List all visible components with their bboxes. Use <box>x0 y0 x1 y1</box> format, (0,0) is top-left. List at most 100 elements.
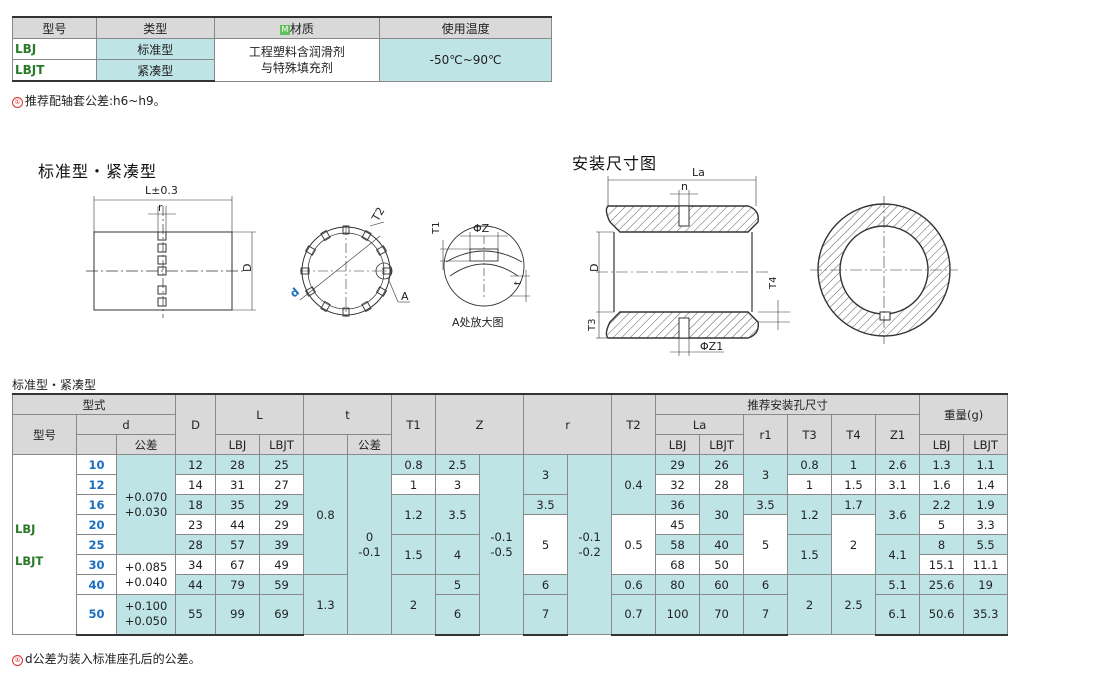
d-cell: 50 <box>76 594 117 636</box>
W-LBJ-cell: 15.1 <box>919 554 965 575</box>
L-LBJ-cell: 44 <box>215 514 260 535</box>
T4-cell: 2 <box>831 514 877 575</box>
La-LBJT-cell: 70 <box>699 594 745 636</box>
L-LBJ-cell: 67 <box>215 554 260 575</box>
slot-shape <box>304 245 317 256</box>
hdr-d-blank <box>76 434 117 455</box>
table-title: 标准型・紧凑型 <box>12 378 97 392</box>
W-LBJT-cell: 1.9 <box>963 494 1009 515</box>
W-LBJT-cell: 35.3 <box>963 594 1009 636</box>
W-LBJT-cell: 11.1 <box>963 554 1009 575</box>
L-LBJT-cell: 69 <box>258 594 305 636</box>
T1-cell: 1.2 <box>391 494 437 535</box>
install-section-view <box>596 176 790 356</box>
d-cell: 10 <box>76 454 117 475</box>
Z-cell: 3 <box>435 474 481 495</box>
slot-shape <box>375 286 388 297</box>
D-cell: 55 <box>175 594 216 636</box>
hdr-r: r <box>523 393 613 455</box>
table-row: 16 18 35 29 1.2 3.5 3.5 36 30 3.5 1.2 1.… <box>13 494 1009 535</box>
La-LBJ-cell: 32 <box>655 474 701 495</box>
d-cell: 20 <box>76 514 117 535</box>
La-LBJT-cell: 60 <box>699 574 745 595</box>
dim-D-side: D <box>241 264 254 272</box>
table-row: 25 28 57 39 1.5 4 58 40 1.5 4.1 8 5.5 <box>13 534 1009 575</box>
note-mark-icon: ① <box>12 655 23 666</box>
hdr-T2: T2 <box>611 393 657 455</box>
r1-cell: 6 <box>743 574 789 595</box>
La-LBJ-cell: 68 <box>655 554 701 575</box>
La-LBJT-cell: 26 <box>699 454 745 475</box>
detail-label-A: A <box>401 290 409 303</box>
W-LBJ-cell: 8 <box>919 534 965 555</box>
hdr-T3: T3 <box>787 414 833 455</box>
spec-header-model: 型号 <box>12 16 97 39</box>
r-tol-cell: -0.1-0.2 <box>567 454 613 635</box>
L-LBJT-cell: 25 <box>258 454 305 475</box>
Z1-cell: 3.6 <box>875 494 921 535</box>
Z1-cell: 2.6 <box>875 454 921 475</box>
T1-cell: 1 <box>391 474 437 495</box>
L-LBJT-cell: 27 <box>258 474 305 495</box>
hdr-T4: T4 <box>831 414 877 455</box>
Z-cell: 6 <box>435 594 481 636</box>
D-cell: 23 <box>175 514 216 535</box>
La-LBJ-cell: 100 <box>655 594 701 636</box>
W-LBJT-cell: 3.3 <box>963 514 1009 535</box>
hdr-La-LBJT: LBJT <box>699 434 745 455</box>
d-cell: 12 <box>76 474 117 495</box>
T4-cell: 1.5 <box>831 474 877 495</box>
W-LBJT-cell: 5.5 <box>963 534 1009 555</box>
spec-model-lbj: LBJ <box>12 38 97 60</box>
Z1-cell: 5.1 <box>875 574 921 595</box>
detail-a-view <box>440 225 530 307</box>
T2-cell: 0.4 <box>611 454 657 515</box>
D-cell: 28 <box>175 534 216 555</box>
W-LBJT-cell: 1.1 <box>963 454 1009 475</box>
d-cell: 40 <box>76 574 117 595</box>
T1-cell: 1.5 <box>391 534 437 575</box>
dim-d-drawing: d <box>288 285 302 300</box>
T3-cell: 1.2 <box>787 494 833 535</box>
hdr-weight: 重量(g) <box>919 393 1009 435</box>
r-cell: 3.5 <box>523 494 569 515</box>
La-LBJT-cell: 30 <box>699 494 745 535</box>
bushing-end-view <box>299 221 410 317</box>
bushing-side-view <box>86 196 256 318</box>
dimension-table: 型式 D L t T1 Z r T2 推荐安装孔尺寸 重量(g) 型号 d La… <box>12 393 1009 636</box>
W-LBJT-cell: 19 <box>963 574 1009 595</box>
dim-t-drawing: t <box>513 281 524 285</box>
T4-cell: 2.5 <box>831 574 877 635</box>
d-cell: 16 <box>76 494 117 515</box>
La-LBJ-cell: 29 <box>655 454 701 475</box>
W-LBJ-cell: 5 <box>919 514 965 535</box>
hdr-L-LBJ: LBJ <box>215 434 260 455</box>
slot-shape <box>361 300 372 313</box>
table-row: 12 14 31 27 1 3 32 28 1 1.5 3.1 1.6 1.4 <box>13 474 1009 495</box>
L-LBJT-cell: 29 <box>258 514 305 535</box>
T3-cell: 1 <box>787 474 833 495</box>
Z-tol-cell: -0.1-0.5 <box>479 454 525 635</box>
spec-model-lbjt: LBJT <box>12 59 97 82</box>
hdr-t-tol: 公差 <box>347 434 393 455</box>
technical-drawings: L±0.3 r D T2 d A ΦZ T1 t A处放大图 <box>86 166 958 356</box>
hdr-W-LBJ: LBJ <box>919 434 965 455</box>
T1-cell: 2 <box>391 574 437 635</box>
La-LBJ-cell: 58 <box>655 534 701 555</box>
hdr-d-tol: 公差 <box>116 434 176 455</box>
section-title-right: 安装尺寸图 <box>572 154 658 173</box>
spec-header-temp: 使用温度 <box>379 16 552 39</box>
d-tol-cell: +0.100+0.050 <box>116 594 176 636</box>
D-cell: 12 <box>175 454 216 475</box>
table-row: 40 44 79 59 1.3 2 5 6 0.6 80 60 6 2 2.5 … <box>13 574 1009 635</box>
hdr-D: D <box>175 393 216 455</box>
spec-temperature: -50℃~90℃ <box>379 38 552 82</box>
material-badge-icon: M <box>279 24 290 35</box>
r-cell: 7 <box>523 594 569 636</box>
L-LBJT-cell: 39 <box>258 534 305 555</box>
Z1-cell: 3.1 <box>875 474 921 495</box>
dim-T1-drawing: T1 <box>431 222 442 235</box>
